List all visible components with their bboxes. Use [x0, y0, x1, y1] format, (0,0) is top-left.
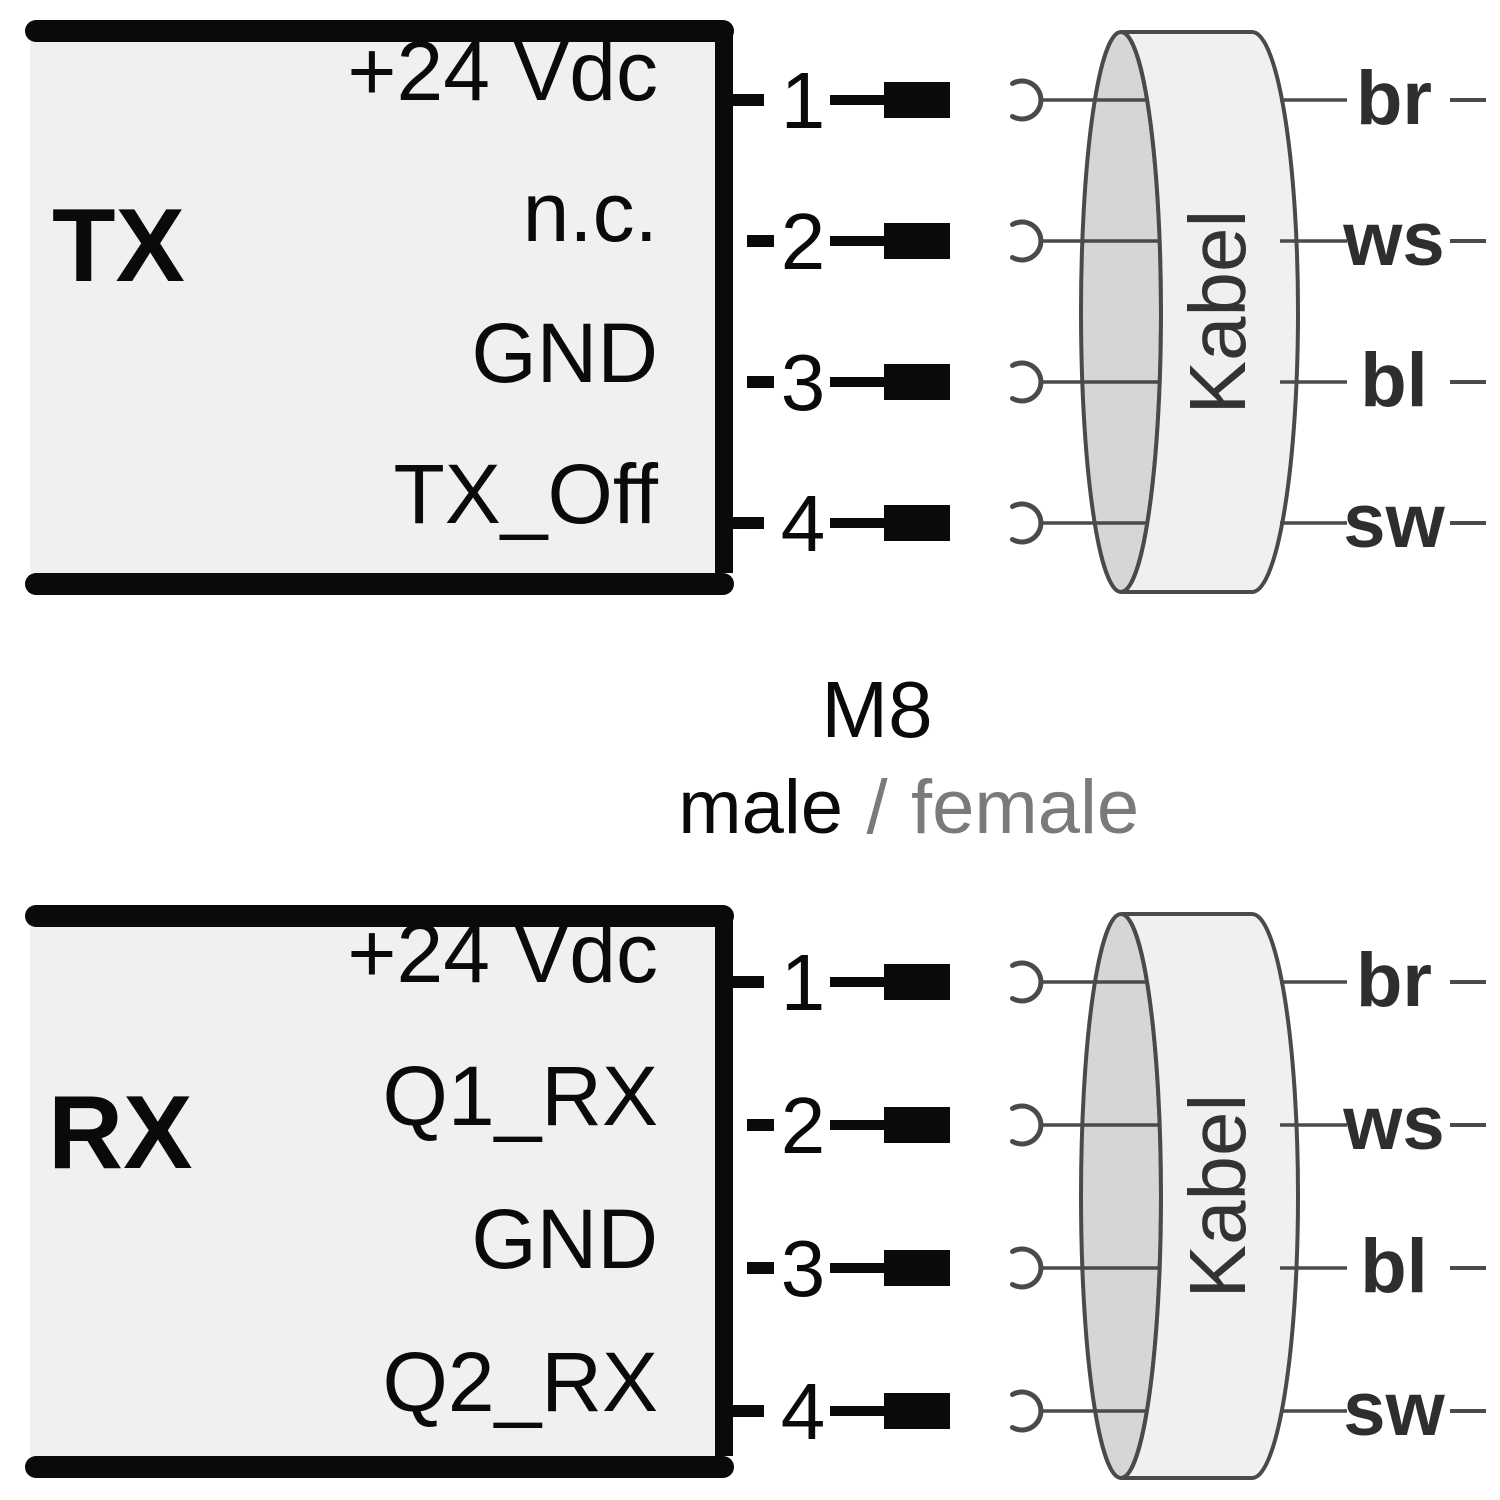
tx-pin4-female-socket-icon: [1010, 501, 1044, 545]
tx-pin2-lead: [830, 236, 884, 246]
rx-pin3-signal-label: GND: [471, 1192, 658, 1286]
tx-pin1-female-socket-icon: [1010, 78, 1044, 122]
rx-pin3-female-socket-icon: [1010, 1246, 1044, 1290]
tx-box-right-border: [715, 31, 733, 573]
rx-pin2-male-pin-icon: [884, 1107, 950, 1143]
tx-pin4-number: 4: [781, 479, 826, 568]
female-label: female: [911, 765, 1139, 850]
tx-cable-label: Kabel: [1173, 210, 1262, 415]
tx-pin3-tick: [747, 376, 774, 388]
connector-type-label: M8: [821, 665, 932, 754]
rx-cable-body: [1120, 912, 1300, 1480]
tx-pin3-number: 3: [781, 338, 826, 427]
tx-pin4-lead: [830, 518, 884, 528]
tx-pin1-male-pin-icon: [884, 82, 950, 118]
rx-pin2-number: 2: [781, 1081, 826, 1170]
rx-pin3-lead: [830, 1263, 884, 1273]
rx-pin2-tick: [747, 1119, 774, 1131]
rx-block: RX +24 Vdc Q1_RX GND Q2_RX: [25, 905, 734, 1478]
connector-caption: M8 male / female: [678, 665, 1139, 850]
tx-wire3-color-label: bl: [1360, 338, 1428, 423]
rx-pin4-female-socket-icon: [1010, 1389, 1044, 1433]
tx-box-panel: [30, 31, 715, 573]
tx-pin3-signal-label: GND: [471, 306, 658, 400]
tx-pin1-lead: [830, 95, 884, 105]
rx-pin2-lead: [830, 1120, 884, 1130]
tx-block: TX +24 Vdc n.c. GND TX_Off: [25, 20, 734, 595]
tx-pin3-male-pin-icon: [884, 364, 950, 400]
rx-pin4-signal-label: Q2_RX: [383, 1335, 658, 1429]
tx-pin2-tick: [747, 235, 774, 247]
tx-pin2-number: 2: [781, 197, 826, 286]
tx-pin2-male-pin-icon: [884, 223, 950, 259]
tx-pin4-tick: [730, 517, 764, 529]
rx-pin1-female-socket-icon: [1010, 960, 1044, 1004]
rx-pin4-tick: [730, 1405, 764, 1417]
rx-wire2-color-label: ws: [1342, 1081, 1444, 1166]
rx-pin2-female-socket-icon: [1010, 1103, 1044, 1147]
rx-cable: Kabel br ws bl sw: [1041, 912, 1486, 1480]
rx-box-top-border: [25, 905, 734, 927]
rx-wire3-color-label: bl: [1360, 1224, 1428, 1309]
tx-pin1-tick: [730, 94, 764, 106]
rx-pin3-male-pin-icon: [884, 1250, 950, 1286]
tx-cable: Kabel br ws bl sw: [1041, 30, 1486, 594]
rx-pin1-male-pin-icon: [884, 964, 950, 1000]
rx-pin1-signal-label: +24 Vdc: [347, 906, 658, 1000]
rx-wire4-color-label: sw: [1343, 1367, 1445, 1452]
rx-pin1-number: 1: [781, 938, 826, 1027]
rx-pin3-number: 3: [781, 1224, 826, 1313]
tx-wire2-color-label: ws: [1342, 197, 1444, 282]
rx-cable-label: Kabel: [1173, 1094, 1262, 1299]
rx-title: RX: [48, 1075, 192, 1191]
rx-box-panel: [30, 916, 715, 1456]
tx-cable-body: [1120, 30, 1300, 594]
rx-pins: 1 2 3 4: [730, 938, 1044, 1456]
tx-title: TX: [52, 188, 185, 304]
tx-pin3-female-socket-icon: [1010, 360, 1044, 404]
tx-pin4-signal-label: TX_Off: [393, 447, 658, 541]
tx-pins: 1 2 3 4: [730, 56, 1044, 568]
tx-wire4-color-label: sw: [1343, 479, 1445, 564]
tx-pin3-lead: [830, 377, 884, 387]
rx-box-bottom-border: [25, 1456, 734, 1478]
rx-pin2-signal-label: Q1_RX: [383, 1049, 658, 1143]
rx-wire1-color-label: br: [1356, 938, 1432, 1023]
tx-pin2-signal-label: n.c.: [523, 165, 658, 259]
tx-box-bottom-border: [25, 573, 734, 595]
rx-pin1-lead: [830, 977, 884, 987]
tx-pin2-female-socket-icon: [1010, 219, 1044, 263]
tx-wire1-color-label: br: [1356, 56, 1432, 141]
tx-pin4-male-pin-icon: [884, 505, 950, 541]
tx-pin1-signal-label: +24 Vdc: [347, 24, 658, 118]
rx-pin4-number: 4: [781, 1367, 826, 1456]
tx-pin1-number: 1: [781, 56, 826, 145]
male-female-separator: /: [866, 765, 888, 850]
rx-box-right-border: [715, 916, 733, 1456]
tx-box-top-border: [25, 20, 734, 42]
rx-pin3-tick: [747, 1262, 774, 1274]
rx-pin1-tick: [730, 976, 764, 988]
rx-pin4-male-pin-icon: [884, 1393, 950, 1429]
male-label: male: [678, 765, 843, 850]
rx-pin4-lead: [830, 1406, 884, 1416]
